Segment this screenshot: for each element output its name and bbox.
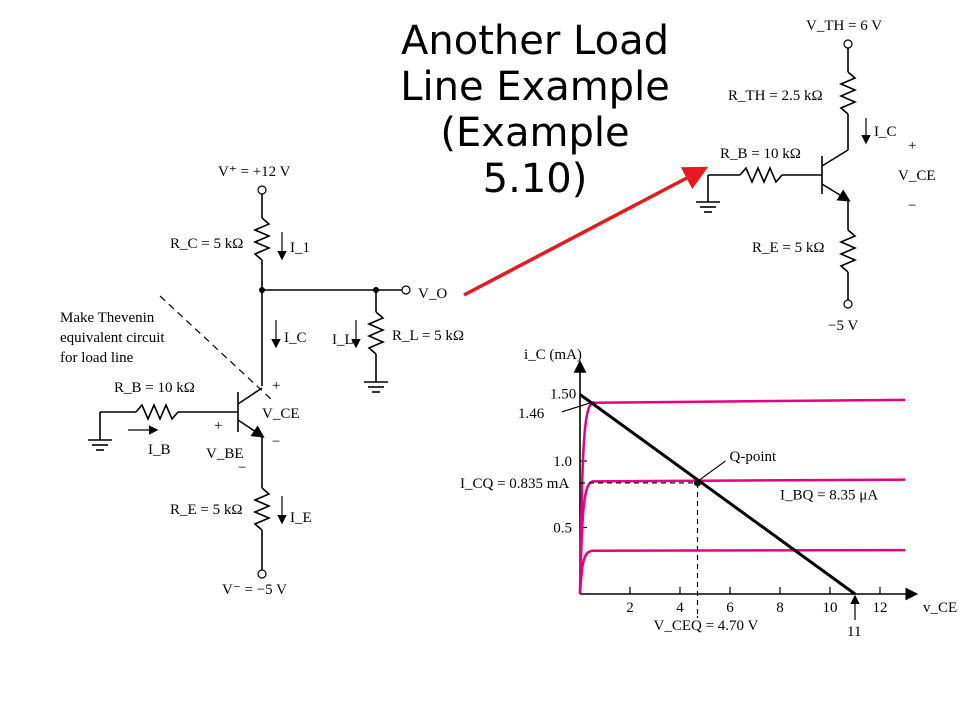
y-tick-label-1.46: 1.46 [518, 406, 545, 422]
title-line-1: Another Load [401, 18, 669, 64]
red-pointer-arrow [463, 166, 709, 297]
ib-label: I_B [148, 442, 171, 458]
ic-label: I_C [284, 330, 307, 346]
title-line-3: (Example [440, 110, 630, 156]
rb-resistor [135, 402, 179, 422]
x-intercept-label: 11 [847, 624, 861, 640]
re-label: R_E = 5 kΩ [170, 502, 243, 518]
vplus-terminal [257, 185, 267, 195]
vce-label-right: V_CE [898, 168, 936, 184]
icq-label: I_CQ = 0.835 mA [460, 476, 569, 492]
y-tick-label: 0.5 [553, 521, 572, 537]
vneg-label: −5 V [828, 318, 858, 334]
x-tick-label: 6 [726, 600, 734, 616]
vminus-terminal [257, 569, 267, 579]
vplus-label: V⁺ = +12 V [218, 164, 291, 180]
rc-resistor [252, 217, 272, 261]
x-tick-label: 10 [823, 600, 838, 616]
tick-marks: 2 4 6 8 10 12 0.5 1.0 [553, 454, 887, 616]
rth-resistor [838, 71, 858, 115]
ie-label: I_E [290, 510, 312, 526]
rc-label: R_C = 5 kΩ [170, 236, 243, 252]
title-line-4: 5.10) [482, 156, 588, 202]
load-line [579, 393, 856, 596]
vneg-terminal [843, 299, 853, 309]
characteristic-curve [578, 478, 906, 595]
left-circuit: V⁺ = +12 V R_C = 5 kΩ I_1 V_O R_L = 5 kΩ… [60, 164, 464, 598]
transistor-collector [237, 387, 263, 405]
x-tick-label: 4 [676, 600, 684, 616]
note-line-2: equivalent circuit [60, 330, 165, 346]
title-line-2: Line Example [400, 64, 670, 110]
slide-title: Another Load Line Example (Example 5.10) [380, 18, 690, 202]
y146-pointer [561, 401, 594, 413]
re-resistor [252, 487, 272, 531]
vminus-label: V⁻ = −5 V [222, 582, 287, 598]
il-label: I_L [332, 332, 354, 348]
q-point-label: Q-point [730, 449, 777, 465]
right-circuit: V_TH = 6 V R_TH = 2.5 kΩ I_C + V_CE − [696, 18, 936, 334]
vce-minus-right: − [908, 198, 916, 214]
x-axis-title: v_CE (V) [923, 600, 960, 616]
x-tick-label: 2 [626, 600, 634, 616]
y-axis-title: i_C (mA) [524, 347, 582, 363]
vce-plus: + [272, 378, 280, 394]
y-tick-label: 1.0 [553, 454, 572, 470]
vth-label: V_TH = 6 V [806, 18, 882, 34]
characteristic-curve [578, 548, 906, 595]
rb-label-right: R_B = 10 kΩ [720, 146, 801, 162]
vbe-label: V_BE [206, 446, 244, 462]
vce-plus-right: + [908, 138, 916, 154]
ic-label-right: I_C [874, 124, 897, 140]
vbe-plus: + [214, 418, 222, 434]
vce-minus: − [272, 434, 280, 450]
load-line-chart: 2 4 6 8 10 12 0.5 1.0 Q-point i_C (mA) v_CE (V)… [460, 347, 960, 640]
y-tick-label-1.50: 1.50 [550, 387, 576, 403]
q-point-pointer [699, 460, 726, 481]
ibq-label: I_BQ = 8.35 μA [780, 488, 878, 504]
rth-label: R_TH = 2.5 kΩ [728, 88, 823, 104]
re-label-right: R_E = 5 kΩ [752, 240, 825, 256]
re-resistor-right [838, 229, 858, 273]
note-line-1: Make Thevenin [60, 310, 155, 326]
thevenin-cut-line [159, 295, 273, 401]
vo-label: V_O [418, 286, 447, 302]
vceq-label: V_CEQ = 4.70 V [654, 618, 759, 634]
vth-terminal [843, 39, 853, 49]
x-tick-label: 8 [776, 600, 784, 616]
transistor-emitter [237, 419, 265, 438]
rl-label: R_L = 5 kΩ [392, 328, 464, 344]
vbe-minus: − [238, 460, 246, 476]
vo-terminal [401, 285, 411, 295]
x-tick-label: 12 [873, 600, 888, 616]
i1-label: I_1 [290, 240, 310, 256]
rb-label: R_B = 10 kΩ [114, 380, 195, 396]
q-point-marker [694, 479, 701, 487]
rb-resistor-right [739, 165, 783, 185]
note-line-3: for load line [60, 350, 134, 366]
rl-resistor [366, 311, 386, 355]
vce-label: V_CE [262, 406, 300, 422]
